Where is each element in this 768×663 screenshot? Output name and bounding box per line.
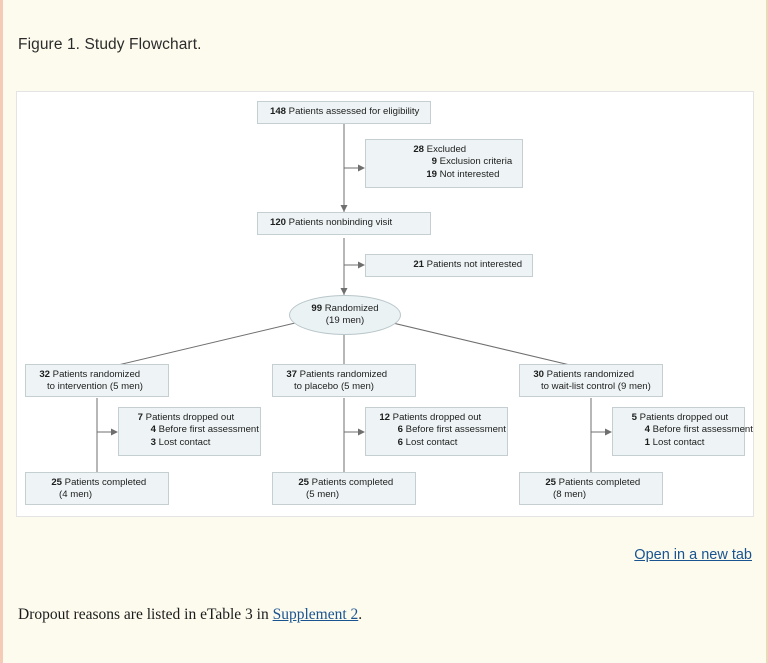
node-subtext: (4 men) [59,489,93,501]
node-number: 28 [413,144,424,155]
node-subtext: (8 men) [553,489,587,501]
node-text: Patients assessed for eligibility [288,106,420,117]
node-completed-waitlist: 25 Patients completed (8 men) [519,472,663,505]
figure-panel: 148 Patients assessed for eligibility 28… [16,91,754,517]
node-number: 12 [379,412,390,423]
node-randomized-oval: 99 Randomized (19 men) [289,295,401,335]
node-number: 148 [269,106,286,117]
node-text: Not interested [439,168,500,180]
node-dropout-placebo: 12 Patients dropped out 6 Before first a… [365,407,508,456]
node-text: Patients randomized [52,369,141,380]
node-text: Patients dropped out [145,412,235,423]
node-dropout-waitlist: 5 Patients dropped out 4 Before first as… [612,407,753,456]
node-subtext: (5 men) [306,489,340,501]
node-dropout-intervention: 7 Patients dropped out 4 Before first as… [118,407,261,456]
node-text: Lost contact [405,436,458,448]
node-number: 3 [150,436,156,448]
node-text: Lost contact [652,436,705,448]
node-number: 37 [286,369,297,380]
node-number: 19 [426,168,437,180]
figure-title: Figure 1. Study Flowchart. [18,36,202,53]
node-number: 25 [51,477,62,488]
node-text: Patients completed [558,477,641,488]
node-text: Before first assessment [652,424,753,436]
node-number: 6 [397,424,403,436]
node-text-2: to placebo (5 men) [294,381,374,393]
node-number: 4 [150,424,156,436]
node-number: 30 [533,369,544,380]
open-in-new-tab-link[interactable]: Open in a new tab [634,547,752,563]
node-number: 120 [269,217,286,228]
node-arm-waitlist: 30 Patients randomized to wait-list cont… [519,364,663,397]
node-number: 25 [298,477,309,488]
node-text: Patients randomized [546,369,635,380]
node-text: Exclusion criteria [439,156,513,168]
node-text: Patients nonbinding visit [288,217,393,228]
node-number: 1 [644,436,650,448]
page-left-accent-rule [0,0,3,663]
node-nonbinding-visit: 120 Patients nonbinding visit [257,212,431,235]
node-excluded: 28 Excluded 9 Exclusion criteria 19 Not … [365,139,523,188]
node-completed-intervention: 25 Patients completed (4 men) [25,472,169,505]
node-patients-assessed: 148 Patients assessed for eligibility [257,101,431,124]
node-arm-intervention: 32 Patients randomized to intervention (… [25,364,169,397]
node-number: 7 [137,412,143,423]
supplement-2-link[interactable]: Supplement 2 [272,606,359,623]
node-number: 6 [397,436,403,448]
node-text-2: to wait-list control (9 men) [541,381,651,393]
node-text: Before first assessment [158,424,259,436]
node-text: Patients dropped out [639,412,729,423]
node-text: Patients completed [64,477,147,488]
node-text: Patients not interested [426,259,523,270]
node-number: 21 [413,259,424,270]
figure-footnote: Dropout reasons are listed in eTable 3 i… [18,606,362,624]
node-number: 4 [644,424,650,436]
footnote-text-prefix: Dropout reasons are listed in eTable 3 i… [18,606,273,623]
node-text: Randomized [324,302,379,314]
node-subtext: (19 men) [325,315,365,326]
page-right-rule [766,0,768,663]
node-number: 5 [631,412,637,423]
node-completed-placebo: 25 Patients completed (5 men) [272,472,416,505]
node-text: Lost contact [158,436,211,448]
footnote-text-suffix: . [358,606,363,623]
node-number: 9 [431,156,437,168]
node-number: 32 [39,369,50,380]
node-arm-placebo: 37 Patients randomized to placebo (5 men… [272,364,416,397]
node-text: Before first assessment [405,424,506,436]
node-number: 99 [311,302,323,314]
node-text: Excluded [426,144,467,155]
study-flowchart: 148 Patients assessed for eligibility 28… [17,92,753,516]
node-text: Patients dropped out [392,412,482,423]
node-text: Patients randomized [299,369,388,380]
node-text: Patients completed [311,477,394,488]
node-number: 25 [545,477,556,488]
node-patients-not-interested: 21 Patients not interested [365,254,533,277]
node-text-2: to intervention (5 men) [47,381,143,393]
